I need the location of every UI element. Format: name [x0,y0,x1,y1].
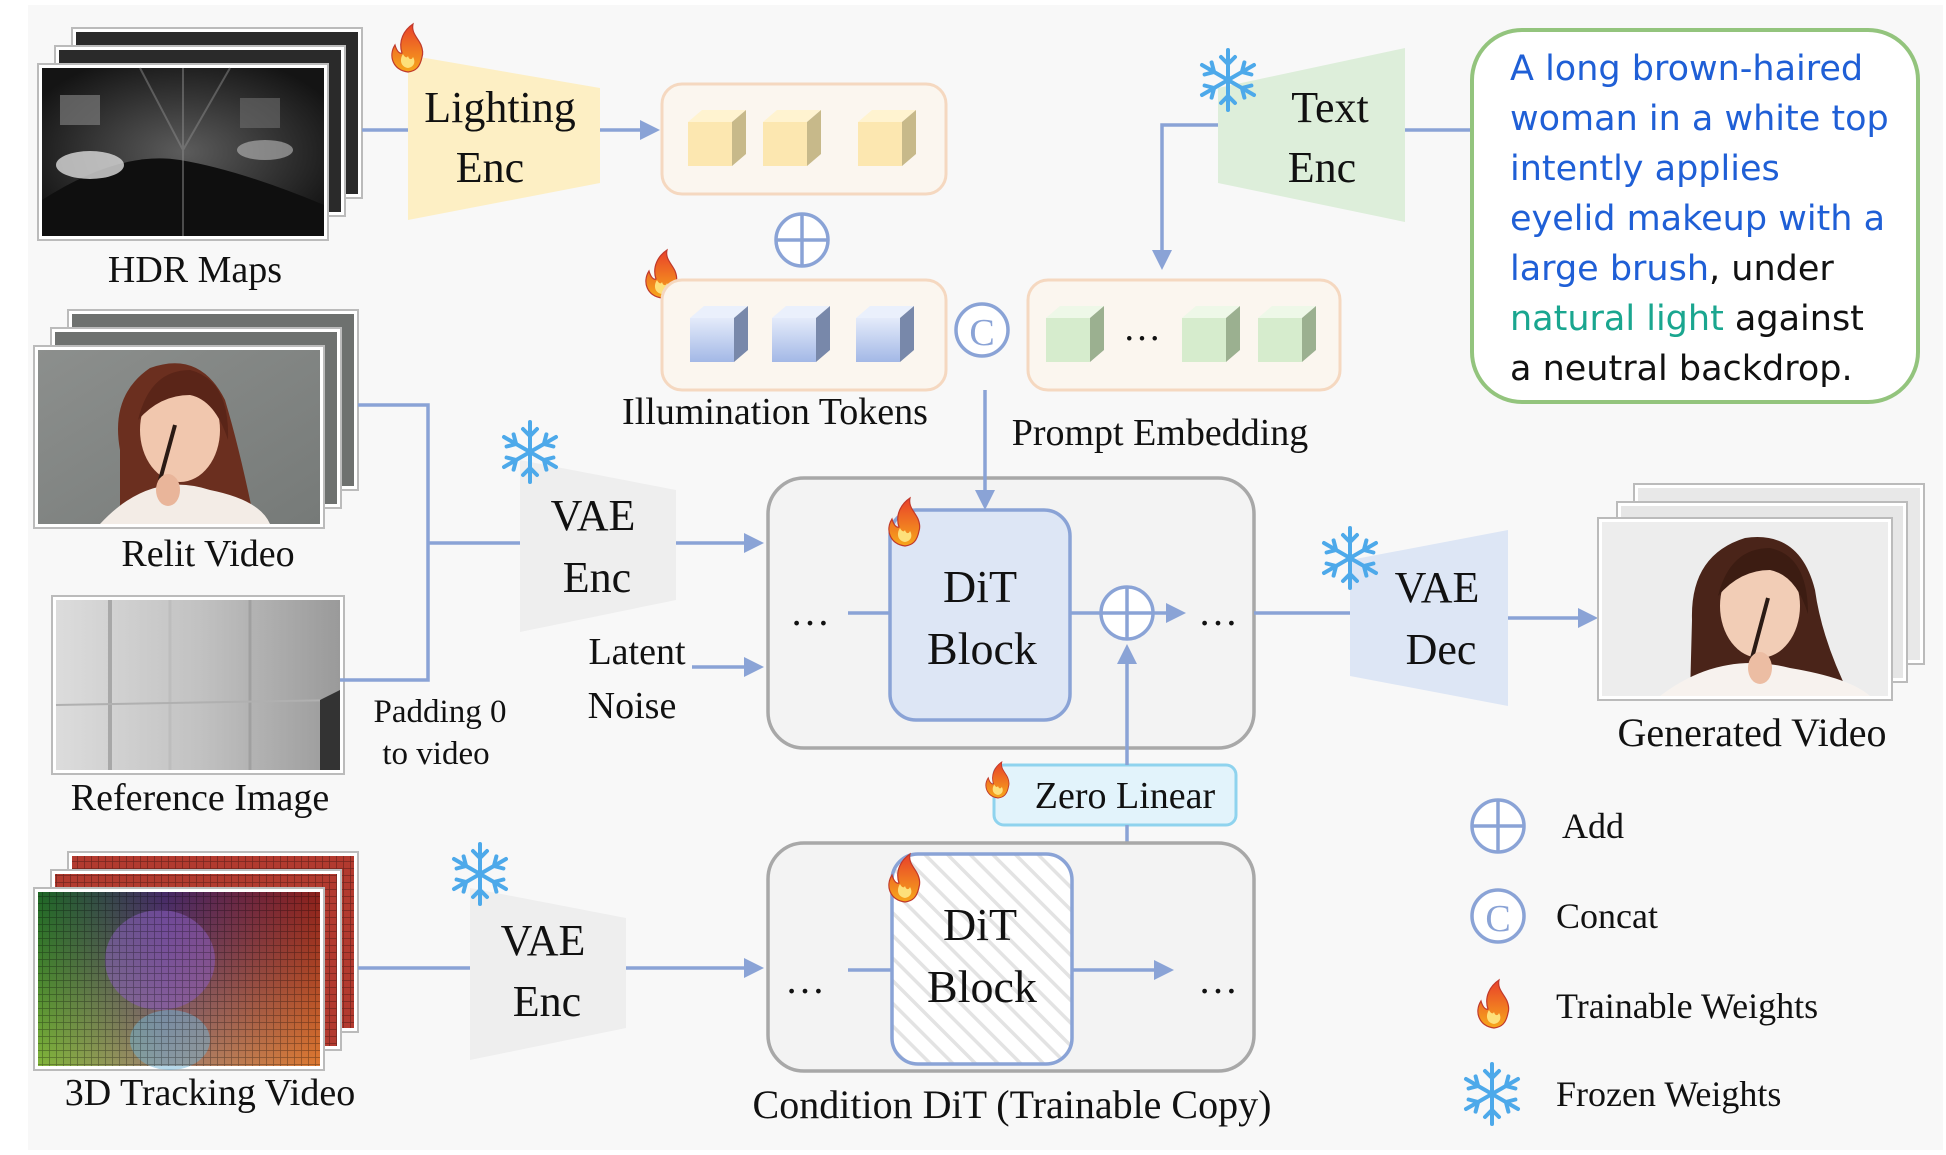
padding-label-2: to video [382,736,489,772]
vae-decoder [1350,530,1508,706]
illumination-token-cube [856,306,914,362]
text-encoder-label-2: Enc [1288,143,1356,192]
main-dit-block [888,508,1072,722]
latent-label: Latent [588,631,686,673]
vae-encoder-main-label-2: Enc [563,553,631,602]
main-dit-ellipsis-left: … [790,589,830,634]
tracking-video-label: 3D Tracking Video [65,1072,355,1114]
tracking-video-stack [33,851,359,1071]
lighting-encoder-label-1: Lighting [424,83,576,132]
prompt-embedding-ellipsis: … [1123,307,1161,349]
text-encoder [1218,48,1405,222]
generated-video-stack [1597,483,1925,701]
main-dit-block-label-1: DiT [943,561,1017,612]
condition-dit-ellipsis-right: … [1198,957,1238,1002]
zero-linear-label: Zero Linear [1035,775,1216,817]
lighting-encoder [408,55,600,220]
lighting-token-cube [858,110,916,166]
legend-add-label: Add [1562,806,1624,846]
generated-video-label: Generated Video [1618,710,1887,755]
prompt-text: A long brown-haired woman in a white top… [1510,49,1889,389]
padding-label-1: Padding 0 [374,694,507,730]
relit-video-stack [33,309,359,529]
legend-trainable-label: Trainable Weights [1556,986,1818,1026]
illumination-tokens-label: Illumination Tokens [622,391,928,433]
vae-encoder-main-label-1: VAE [551,491,636,540]
add-icon [774,212,830,268]
prompt-token-cube [1046,306,1104,362]
legend-frozen-label: Frozen Weights [1556,1074,1781,1114]
hdr-maps-label: HDR Maps [108,249,282,291]
condition-dit-block-label-2: Block [927,961,1037,1012]
reference-image [51,595,345,775]
relit-video-label: Relit Video [121,533,294,575]
legend-concat-label: Concat [1556,896,1658,936]
condition-dit-label: Condition DiT (Trainable Copy) [753,1082,1272,1127]
legend: Add C Concat Trainable Weights Frozen We… [1464,798,1818,1126]
prompt-line-6: natural light against [1510,299,1864,339]
prompt-line-5: large brush, under [1510,249,1834,289]
vae-decoder-label-2: Dec [1406,625,1477,674]
illumination-token-cube [690,306,748,362]
svg-text:C: C [969,312,994,354]
lighting-token-cube [763,110,821,166]
lighting-encoder-label-2: Enc [456,143,524,192]
prompt-text-bubble [1470,28,1920,404]
prompt-line-2: woman in a white top [1510,99,1889,139]
noise-label: Noise [588,685,677,727]
legend-concat-icon: C [1470,888,1526,944]
text-encoder-label-1: Text [1291,83,1369,132]
prompt-embedding-label: Prompt Embedding [1012,412,1309,454]
text-enc-to-embedding-arrow [1160,123,1218,250]
prompt-line-7: a neutral backdrop. [1510,349,1853,389]
prompt-token-cube [1182,306,1240,362]
main-dit-ellipsis-right: … [1198,589,1238,634]
concat-icon: C [954,302,1010,358]
vae-decoder-label-1: VAE [1395,563,1480,612]
prompt-line-1: A long brown-haired [1510,49,1863,89]
vae-encoder-condition-label-1: VAE [501,916,586,965]
hdr-maps-stack [37,27,363,241]
condition-dit-ellipsis-left: … [785,957,825,1002]
condition-dit-block-label-1: DiT [943,899,1017,950]
legend-add-icon [1470,798,1526,854]
vae-encoder-condition [470,888,626,1060]
vae-encoder-condition-label-2: Enc [513,977,581,1026]
svg-text:C: C [1485,898,1510,940]
lighting-token-cube [688,110,746,166]
main-dit-block-label-2: Block [927,623,1037,674]
main-dit-add-icon [1099,585,1155,641]
prompt-line-3: intently applies [1510,149,1780,189]
vae-encoder-main [520,460,676,632]
reference-image-label: Reference Image [71,777,329,819]
prompt-line-4: eyelid makeup with a [1510,199,1885,239]
illumination-token-cube [772,306,830,362]
prompt-token-cube [1258,306,1316,362]
condition-dit-block [890,852,1074,1066]
